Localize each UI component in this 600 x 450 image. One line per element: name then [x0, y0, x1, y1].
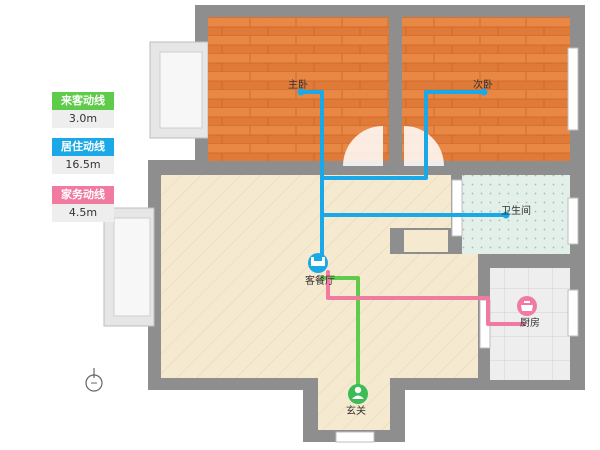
- door-bathroom: [451, 179, 463, 237]
- legend-chores-label: 家务动线: [52, 186, 114, 204]
- legend-guest: 来客动线 3.0m: [52, 92, 114, 128]
- living-route: [320, 90, 508, 264]
- label-entrance: 玄关: [346, 404, 366, 417]
- pot-icon: [517, 296, 537, 316]
- door-entrance: [335, 431, 375, 443]
- label-kitchen: 厨房: [520, 316, 540, 329]
- label-master-bedroom: 主卧: [288, 78, 308, 91]
- window-bathroom: [567, 197, 579, 245]
- node-bathroom: [502, 211, 510, 219]
- compass-icon: [85, 368, 103, 392]
- sofa-icon: [308, 253, 328, 273]
- legend-living: 居住动线 16.5m: [52, 138, 114, 174]
- legend-guest-label: 来客动线: [52, 92, 114, 110]
- label-living-room: 客餐厅: [305, 274, 335, 287]
- person-icon: [348, 384, 368, 404]
- legend-chores: 家务动线 4.5m: [52, 186, 114, 222]
- balcony-left: [103, 207, 155, 327]
- node-second-bedroom: [480, 88, 488, 96]
- balcony-top: [149, 41, 209, 139]
- niche: [404, 230, 448, 252]
- legend-living-value: 16.5m: [52, 156, 114, 174]
- label-bathroom: 卫生间: [501, 204, 531, 217]
- node-master-bedroom: [297, 88, 305, 96]
- legend-living-label: 居住动线: [52, 138, 114, 156]
- window-second-bedroom: [567, 47, 579, 131]
- chores-route: [326, 270, 526, 326]
- window-kitchen: [567, 289, 579, 337]
- label-second-bedroom: 次卧: [473, 78, 493, 91]
- legend-guest-value: 3.0m: [52, 110, 114, 128]
- guest-route: [320, 276, 360, 393]
- legend-chores-value: 4.5m: [52, 204, 114, 222]
